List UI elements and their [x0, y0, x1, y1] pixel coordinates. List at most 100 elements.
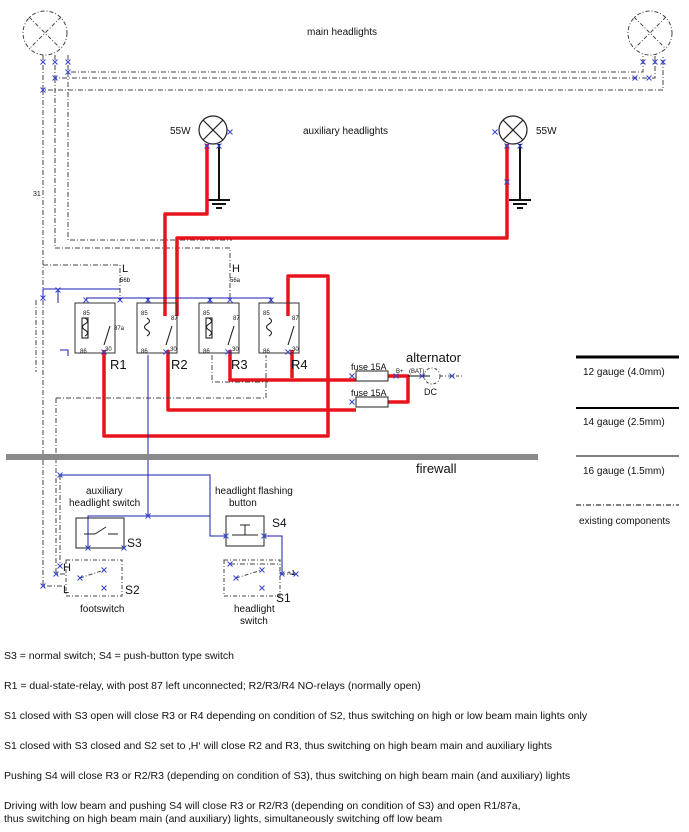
note-line: S1 closed with S3 open will close R3 or … — [4, 710, 588, 722]
connection-markers — [40, 59, 666, 591]
relay-r1-label: R1 — [110, 357, 127, 372]
connection-marker — [233, 575, 239, 581]
aux-lamp-right-power: 55W — [536, 126, 557, 137]
r2-pin-85: 85 — [141, 311, 148, 317]
connection-marker — [83, 297, 89, 303]
connection-marker — [85, 545, 91, 551]
switch-s2 — [65, 559, 123, 597]
footswitch-label: footswitch — [80, 604, 124, 615]
connection-marker — [101, 567, 107, 573]
connection-marker — [640, 59, 646, 65]
connection-marker — [57, 472, 63, 478]
r2-pin-87: 87 — [171, 316, 178, 322]
dc-label: DC — [424, 387, 437, 397]
aux-switch-label-1: auxiliary — [86, 486, 123, 497]
legend-label-16-gauge: 16 gauge (1.5mm) — [583, 466, 665, 477]
connection-marker — [652, 59, 658, 65]
r4-pin-86: 86 — [263, 349, 270, 355]
fuse-1-label: fuse 15A — [351, 362, 387, 372]
connection-marker — [216, 143, 222, 149]
heavy-wiring — [102, 144, 509, 438]
connection-marker — [101, 585, 107, 591]
connection-marker — [393, 373, 399, 379]
connection-marker — [449, 373, 455, 379]
auxiliary-headlights-label: auxiliary headlights — [303, 126, 388, 137]
switch-s1-label: S1 — [276, 591, 291, 605]
connection-marker — [40, 583, 46, 589]
b-plus-label: B+ — [396, 369, 404, 375]
h-terminal-code: 56a — [230, 278, 241, 284]
connection-marker — [285, 349, 291, 355]
connection-marker — [52, 75, 58, 81]
r3-pin-85: 85 — [203, 311, 210, 317]
note-line: thus switching on high beam main (and au… — [4, 813, 443, 825]
connection-marker — [145, 297, 151, 303]
signal-wiring — [42, 288, 283, 574]
connection-marker — [101, 349, 107, 355]
connection-marker — [660, 59, 666, 65]
connection-marker — [77, 575, 83, 581]
flash-button-label-1: headlight flashing — [215, 486, 293, 497]
aux-lamp-left — [198, 115, 228, 145]
switch-s3 — [75, 517, 125, 549]
fuse-2-label: fuse 15A — [351, 388, 387, 398]
r4-pin-85: 85 — [263, 311, 270, 317]
r1-pin-86: 86 — [80, 349, 87, 355]
main-light-wiring — [35, 55, 664, 372]
connection-marker — [55, 287, 61, 293]
switch-s4-label: S4 — [272, 516, 287, 530]
connection-marker — [259, 567, 265, 573]
headlight-switch-label-2: switch — [240, 616, 268, 627]
fuse-1 — [355, 370, 389, 382]
note-line: S3 = normal switch; S4 = push-button typ… — [4, 650, 234, 662]
connection-marker — [504, 143, 510, 149]
connection-marker — [57, 563, 63, 569]
s2-l-position: L — [63, 584, 69, 596]
main-headlights-label: main headlights — [307, 27, 377, 38]
connection-marker — [227, 129, 233, 135]
connection-marker — [349, 399, 355, 405]
r2-pin-86: 86 — [141, 349, 148, 355]
note-line: Pushing S4 will close R3 or R2/R3 (depen… — [4, 770, 571, 782]
connection-marker — [204, 143, 210, 149]
aux-lamp-left-power: 55W — [170, 126, 191, 137]
fuse-2 — [355, 396, 389, 408]
connection-marker — [52, 59, 58, 65]
r3-pin-86: 86 — [203, 349, 210, 355]
l-terminal-label: L — [122, 263, 128, 275]
connection-marker — [163, 349, 169, 355]
connection-marker — [65, 59, 71, 65]
r1-pin-30: 30 — [105, 347, 112, 353]
legend-label-14-gauge: 14 gauge (2.5mm) — [583, 417, 665, 428]
connection-marker — [227, 297, 233, 303]
switch-s2-label: S2 — [125, 583, 140, 597]
relay-r4-label: R4 — [291, 357, 308, 372]
note-line: R1 = dual-state-relay, with post 87 left… — [4, 680, 421, 692]
switch-s1 — [223, 559, 281, 597]
connection-marker — [223, 533, 229, 539]
connection-marker — [293, 571, 299, 577]
r4-pin-87: 87 — [292, 316, 299, 322]
headlight-switch-label-1: headlight — [234, 604, 275, 615]
connection-marker — [40, 87, 46, 93]
relay-coils — [81, 317, 295, 346]
connection-marker — [145, 513, 151, 519]
connection-marker — [40, 295, 46, 301]
switch-s3-label: S3 — [127, 536, 142, 550]
aux-lamp-grounds — [208, 144, 531, 209]
relay-r2-label: R2 — [171, 357, 188, 372]
connection-marker — [227, 561, 233, 567]
connection-marker — [117, 297, 123, 303]
connection-marker — [517, 143, 523, 149]
s2-h-position: H — [63, 562, 71, 574]
switch-s4 — [225, 515, 265, 547]
flash-button-label-2: button — [229, 498, 257, 509]
l-terminal-code: 56b — [120, 278, 131, 284]
legend-label-12-gauge: 12 gauge (4.0mm) — [583, 367, 665, 378]
alternator-symbol — [423, 367, 462, 385]
battery-plus-label: +1 — [287, 570, 295, 577]
connection-marker — [492, 129, 498, 135]
h-terminal-label: H — [232, 263, 240, 275]
connection-marker — [207, 297, 213, 303]
legend-label-existing: existing components — [579, 516, 670, 527]
